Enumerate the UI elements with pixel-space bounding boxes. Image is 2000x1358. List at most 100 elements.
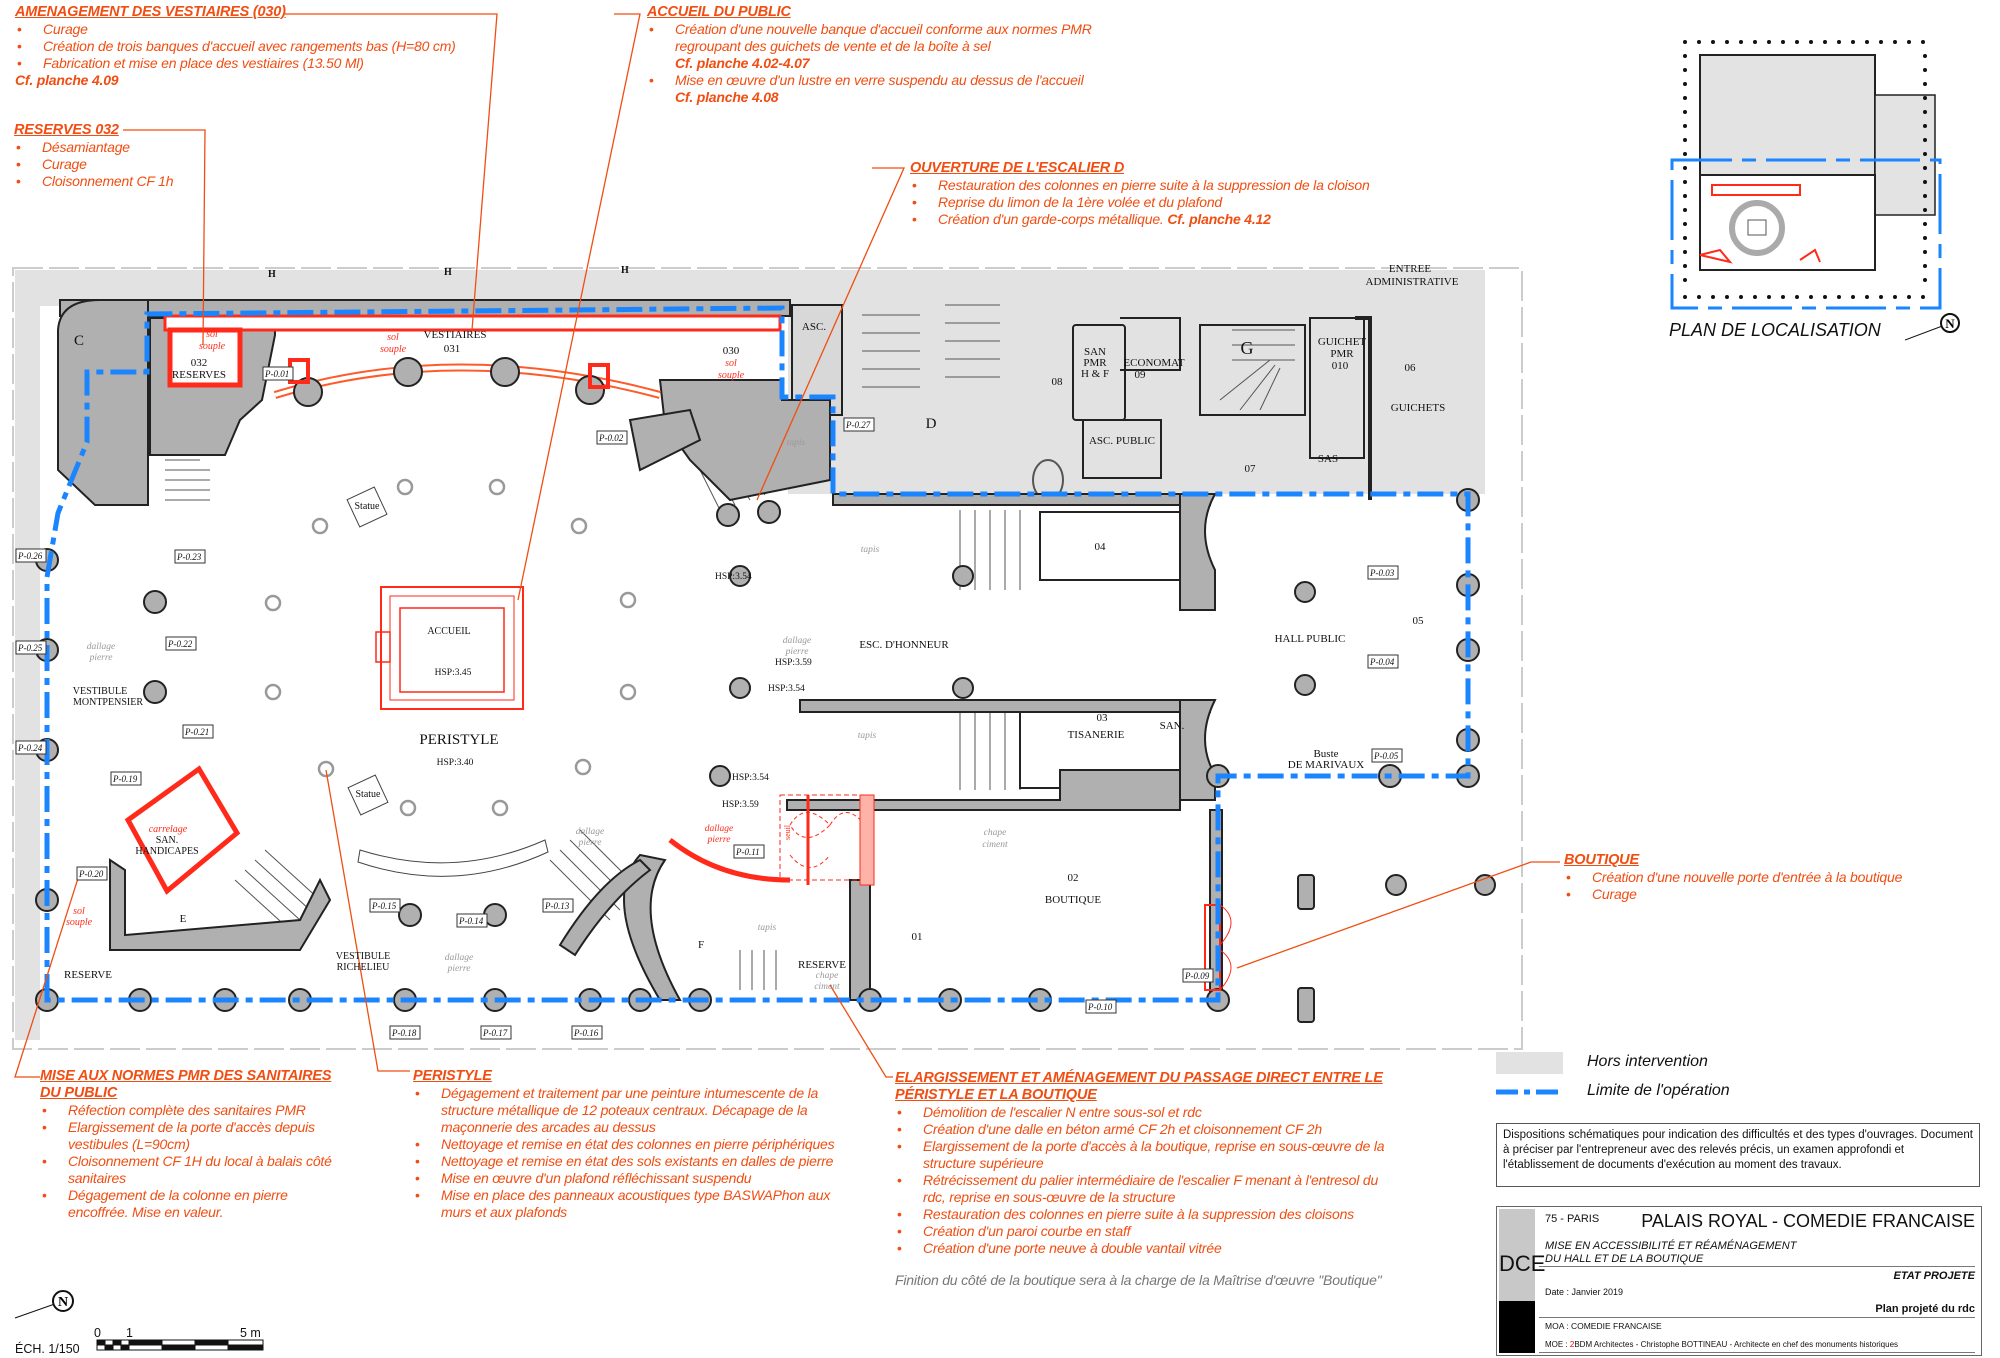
drawing-state: ETAT PROJETE (1893, 1270, 1976, 1282)
annotation-item-text: Démolition de l'escalier N entre sous-so… (923, 1104, 1202, 1120)
door-tag: P-0.03 (1367, 565, 1399, 580)
column-dot (1683, 40, 1687, 44)
project-subtitle-1: MISE EN ACCESSIBILITÉ ET RÉAMÉNAGEMENT (1545, 1240, 1797, 1252)
annotation-item-text: Mise en œuvre d'un lustre en verre suspe… (675, 72, 1084, 88)
svg-text:chape: chape (984, 828, 1007, 838)
door-tag: P-0.09 (1182, 968, 1214, 983)
room-label: HANDICAPES (135, 846, 198, 857)
room-label: VESTIAIRES (424, 329, 487, 341)
annotation-item-text: Réfection complète des sanitaires PMR (68, 1102, 306, 1118)
room-label: PMR (1083, 357, 1107, 369)
annotation-item: Mise en œuvre d'un plafond réfléchissant… (413, 1170, 851, 1187)
column-dot (1725, 295, 1729, 299)
phase-band-dark (1499, 1301, 1535, 1353)
floor-label: sol (73, 906, 85, 917)
door-tag: P-0.19 (110, 771, 142, 786)
svg-text:HSP:3.54: HSP:3.54 (768, 684, 805, 694)
column-dot (1711, 295, 1715, 299)
column-dot (1683, 278, 1687, 282)
divider (1539, 1317, 1975, 1318)
plan-frame (12, 267, 1523, 1050)
annotation-item-text: Création d'une nouvelle banque d'accueil… (675, 21, 1092, 54)
column-dot (1683, 208, 1687, 212)
column-dot (1923, 138, 1927, 142)
annotation-item-text: Curage (1592, 886, 1637, 902)
svg-text:tapis: tapis (787, 438, 806, 448)
column-dot (1923, 82, 1927, 86)
annotation-item-text: Elargissement de la porte d'accès à la b… (923, 1138, 1385, 1171)
svg-text:P-0.20: P-0.20 (78, 869, 104, 879)
room-number: 04 (1095, 541, 1107, 553)
svg-text:P-0.17: P-0.17 (482, 1028, 508, 1038)
scale-tick: 5 m (240, 1326, 261, 1340)
annotation-item: Dégagement et traitement par une peintur… (413, 1085, 851, 1136)
moe-label: MOE : 2BDM Architectes - Christophe BOTT… (1545, 1340, 1898, 1349)
pier (398, 903, 422, 927)
annotation-item-text: Création de trois banques d'accueil avec… (43, 38, 456, 54)
annotation-item: Restauration des colonnes en pierre suit… (910, 177, 1410, 194)
column-dot (1739, 295, 1743, 299)
svg-text:P-0.16: P-0.16 (573, 1028, 599, 1038)
column-dot (1923, 124, 1927, 128)
stair-label: E (180, 913, 187, 925)
door-tag: P-0.25 (15, 640, 47, 655)
svg-text:P-0.01: P-0.01 (264, 369, 289, 379)
room-label: MONTPENSIER (73, 697, 143, 708)
svg-text:P-0.02: P-0.02 (598, 433, 624, 443)
annotation-escalier-d: OUVERTURE DE L'ESCALIER DRestauration de… (910, 160, 1410, 228)
moa-label: MOA : COMEDIE FRANCAISE (1545, 1321, 1662, 1331)
column-dot (1865, 295, 1869, 299)
column-dot (1683, 264, 1687, 268)
column-dot (1923, 264, 1927, 268)
annotation-item: Dégagement de la colonne en pierre encof… (40, 1187, 340, 1221)
column-dot (1823, 40, 1827, 44)
door-tag: P-0.18 (389, 1025, 421, 1040)
column (491, 799, 509, 817)
annotation-list: Dégagement et traitement par une peintur… (413, 1085, 851, 1221)
annotation-item-text: Curage (42, 156, 87, 172)
room-number: 07 (1245, 463, 1257, 475)
annotation-item: Réfection complète des sanitaires PMR (40, 1102, 340, 1119)
svg-text:N: N (1945, 316, 1955, 331)
column-dot (1781, 40, 1785, 44)
divider (1539, 1352, 1975, 1353)
room-label: SAN (1084, 346, 1106, 358)
annotation-item-text: Mise en œuvre d'un plafond réfléchissant… (441, 1170, 752, 1186)
accueil-desk (375, 586, 524, 710)
column (264, 594, 282, 612)
column-dot (1923, 194, 1927, 198)
moe-name: BDM Architectes - Christophe BOTTINEAU -… (1574, 1340, 1899, 1349)
column (317, 760, 335, 778)
svg-text:tapis: tapis (861, 545, 880, 555)
column-dot (1767, 40, 1771, 44)
svg-text:HSP:3.59: HSP:3.59 (775, 658, 812, 668)
door-tag: P-0.22 (165, 636, 197, 651)
column-dot (1683, 180, 1687, 184)
column-dot (1683, 250, 1687, 254)
room-number: 03 (1097, 712, 1109, 724)
svg-text:P-0.09: P-0.09 (1184, 971, 1210, 981)
annotation-item-text: Création d'un garde-corps métallique. (938, 211, 1164, 227)
svg-text:P-0.25: P-0.25 (17, 643, 43, 653)
room-label: BOUTIQUE (1045, 894, 1101, 906)
annotation-item: Elargissement de la porte d'accès à la b… (895, 1138, 1395, 1172)
column (399, 799, 417, 817)
column-dot (1923, 236, 1927, 240)
room-label: TISANERIE (1068, 729, 1125, 741)
door-tag: P-0.17 (480, 1025, 512, 1040)
column-dot (1923, 68, 1927, 72)
phase-band (1499, 1209, 1535, 1301)
location-plan (1670, 40, 1942, 310)
column-dot (1697, 295, 1701, 299)
annotation-item: Démolition de l'escalier N entre sous-so… (895, 1104, 1395, 1121)
room-label: ENTREE (1389, 263, 1431, 275)
door-tag: P-0.27 (843, 417, 875, 432)
column (619, 683, 637, 701)
annotation-item-text: Elargissement de la porte d'accès depuis… (68, 1119, 315, 1152)
annotation-list: CurageCréation de trois banques d'accuei… (15, 21, 495, 72)
column-dot (1683, 236, 1687, 240)
svg-text:P-0.14: P-0.14 (458, 916, 484, 926)
annotation-item: Reprise du limon de la 1ère volée et du … (910, 194, 1410, 211)
svg-text:pierre: pierre (785, 647, 809, 657)
